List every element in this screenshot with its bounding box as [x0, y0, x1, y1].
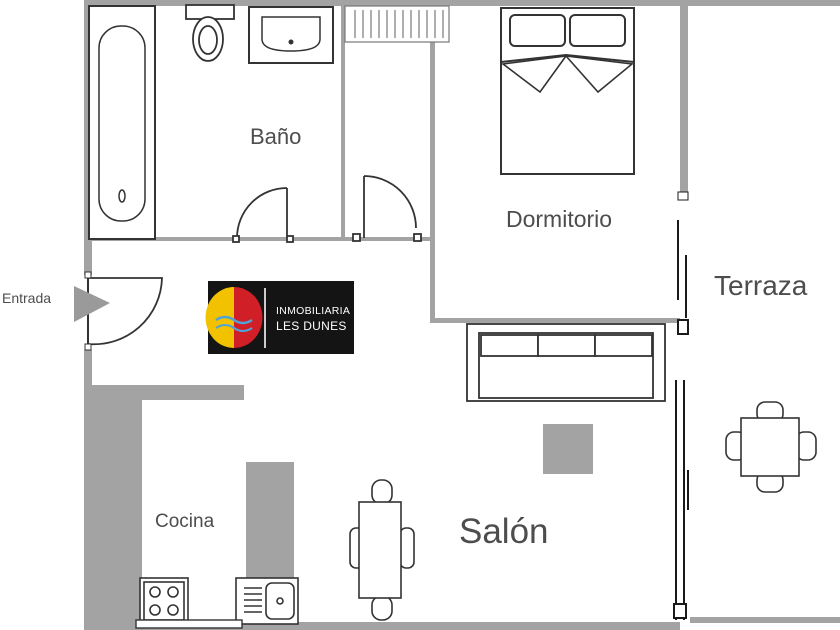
column [543, 424, 593, 474]
wardrobe [344, 5, 450, 43]
wall-right-top [680, 0, 688, 195]
wall-kitchen-left [92, 385, 142, 622]
agency-logo-emblem [205, 281, 354, 354]
kitchen-counter-edge [135, 619, 243, 629]
room-label-bathroom: Baño [250, 124, 302, 149]
cooktop [139, 577, 189, 625]
wall-bath-bottom [92, 237, 434, 241]
wall-bath-right [341, 0, 345, 240]
walls [84, 0, 840, 630]
wall-bedroom-left [430, 0, 435, 323]
bathtub [88, 5, 156, 240]
room-label-living-room: Salón [459, 512, 549, 551]
room-label-bedroom: Dormitorio [506, 206, 613, 232]
wall-left-lower [84, 350, 92, 628]
terrace-openings [673, 191, 840, 623]
door-hallway [352, 175, 422, 242]
terrace-table [725, 401, 817, 493]
wall-top [84, 0, 840, 6]
room-label-terrace: Terraza [714, 270, 808, 301]
double-bed [500, 7, 635, 175]
wall-bottom [84, 622, 680, 630]
dining-table [349, 479, 415, 621]
sink [248, 6, 334, 64]
door-bathroom [232, 187, 294, 243]
door-entrance [74, 271, 163, 351]
wall-bedroom-bottom [430, 318, 680, 323]
room-label-kitchen: Cocina [155, 511, 215, 532]
logo-line-1: INMOBILIARIA [276, 305, 351, 317]
toilet [185, 4, 235, 62]
entrance-arrow-icon [74, 286, 110, 322]
kitchen-sink [235, 577, 299, 625]
sofa [466, 323, 666, 402]
entrance-label: Entrada [2, 290, 52, 306]
kitchen-peninsula [246, 462, 294, 582]
logo-line-2: LES DUNES [276, 319, 347, 333]
agency-logo: INMOBILIARIA LES DUNES [208, 281, 354, 354]
